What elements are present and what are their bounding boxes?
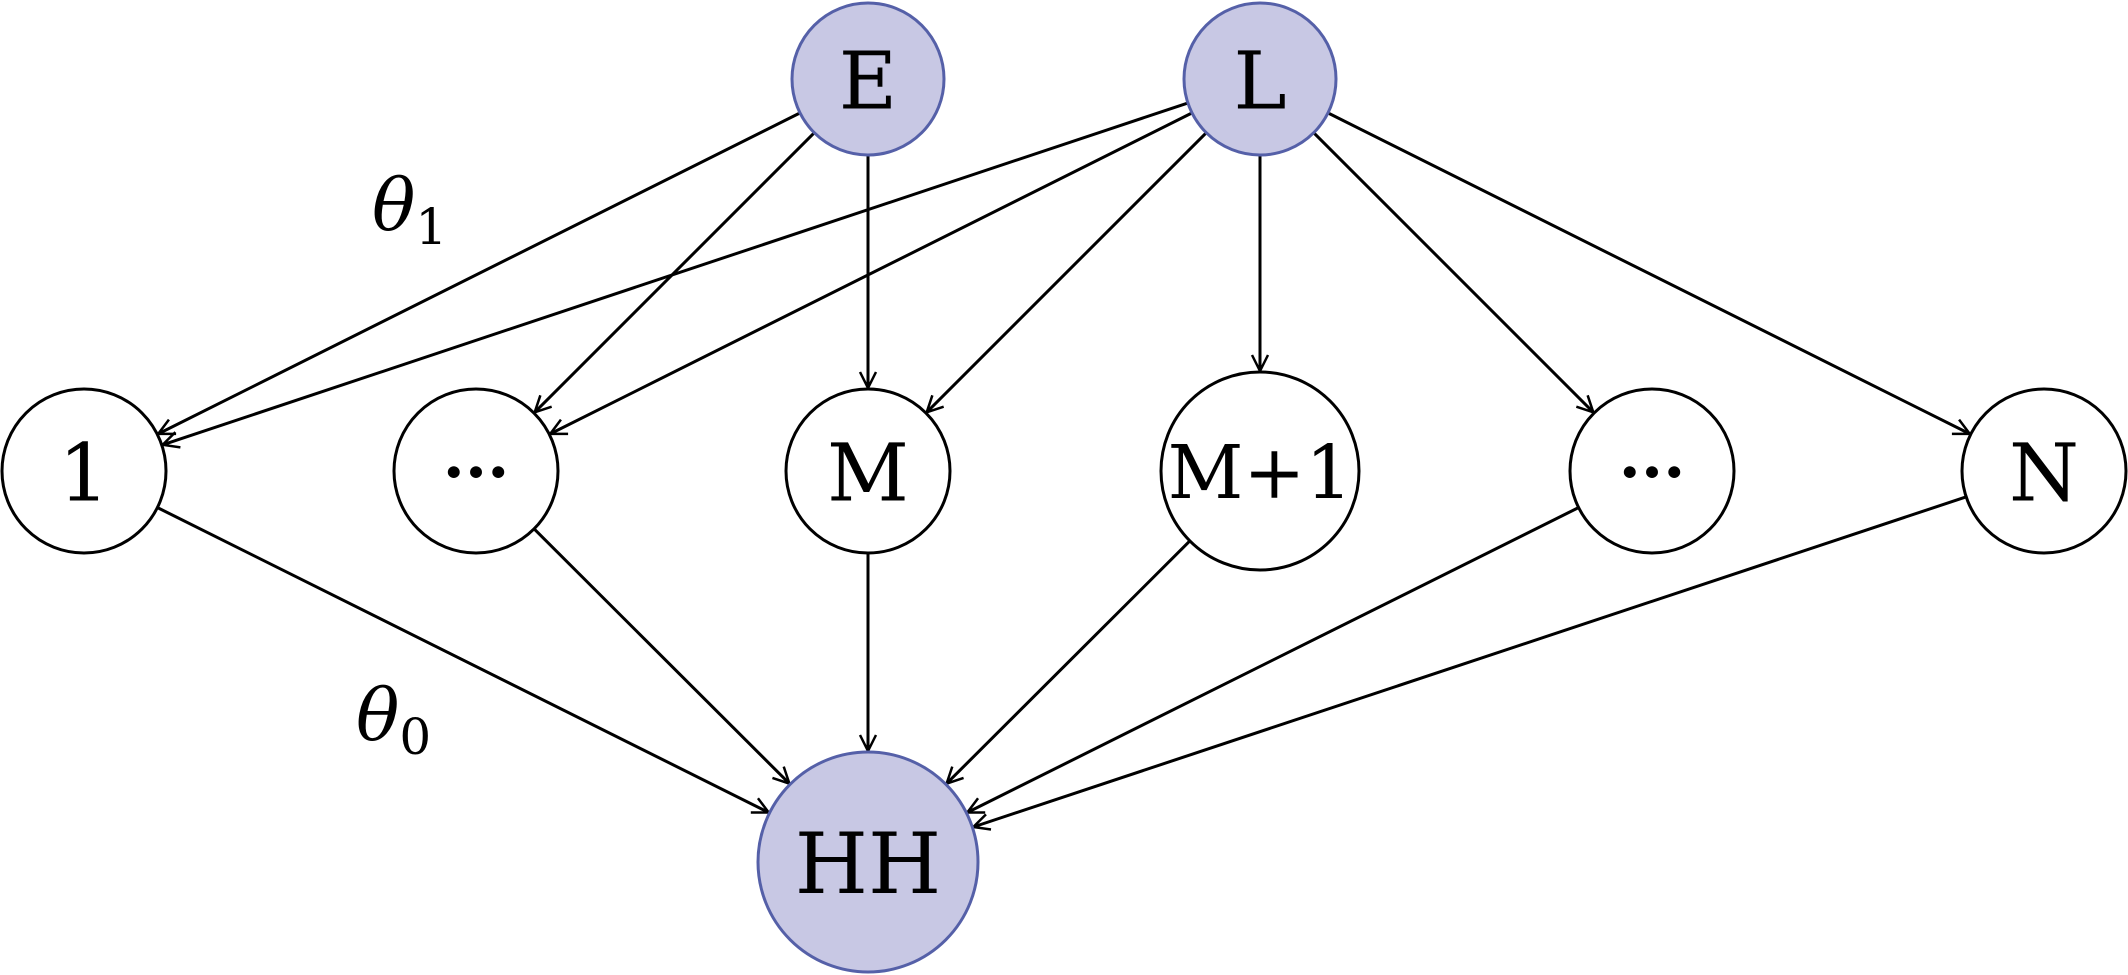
node-M: M — [784, 387, 952, 555]
node-HH-label: HH — [795, 815, 942, 913]
node-HH: HH — [756, 750, 980, 974]
edge-E-to-n1 — [158, 112, 800, 436]
theta0-symbol: θ — [356, 673, 399, 757]
edge-N-to-HH — [973, 495, 1966, 827]
theta1-symbol: θ — [372, 163, 415, 247]
node-N: N — [1960, 387, 2128, 555]
node-M-plus-1: M+1 — [1159, 370, 1361, 572]
node-N-circle — [1960, 387, 2128, 555]
svg-text:θ0: θ0 — [356, 673, 431, 766]
edge-L-to-N — [1328, 112, 1970, 436]
edges-group — [157, 101, 1970, 827]
edge-L-to-d2 — [1313, 132, 1593, 412]
node-E-circle — [790, 1, 946, 157]
edge-L-to-d1 — [550, 112, 1192, 436]
node-1-label: 1 — [59, 427, 110, 520]
edge-d2-to-HH — [967, 506, 1579, 814]
node-L: L — [1182, 1, 1338, 157]
node-ellipsis-left: ··· — [392, 387, 560, 555]
node-ellipsis-left-circle — [392, 387, 560, 555]
node-M-circle — [784, 387, 952, 555]
node-1: 1 — [0, 387, 168, 555]
edge-M1-to-HH — [947, 540, 1191, 784]
edge-L-to-M — [927, 132, 1207, 412]
node-1-circle — [0, 387, 168, 555]
node-ellipsis-right-circle — [1568, 387, 1736, 555]
edge-d1-to-HH — [533, 528, 790, 784]
node-ellipsis-right: ··· — [1568, 387, 1736, 555]
parameter-theta1: θ1 — [372, 163, 447, 256]
node-E-label: E — [839, 35, 897, 128]
node-M-plus-1-label: M+1 — [1168, 430, 1353, 516]
node-M-label: M — [827, 427, 909, 520]
node-HH-circle — [756, 750, 980, 974]
theta0-subscript: 0 — [399, 708, 431, 766]
node-N-label: N — [2009, 427, 2079, 520]
edge-n1-to-HH — [157, 506, 768, 814]
node-ellipsis-right-label: ··· — [1619, 436, 1686, 511]
svg-text:θ1: θ1 — [372, 163, 447, 256]
theta1-subscript: 1 — [415, 198, 447, 256]
node-ellipsis-left-label: ··· — [443, 436, 510, 511]
node-L-circle — [1182, 1, 1338, 157]
node-L-label: L — [1233, 35, 1286, 128]
node-E: E — [790, 1, 946, 157]
node-M-plus-1-circle — [1159, 370, 1361, 572]
parameter-theta0: θ0 — [356, 673, 431, 766]
edge-L-to-n1 — [163, 101, 1188, 445]
